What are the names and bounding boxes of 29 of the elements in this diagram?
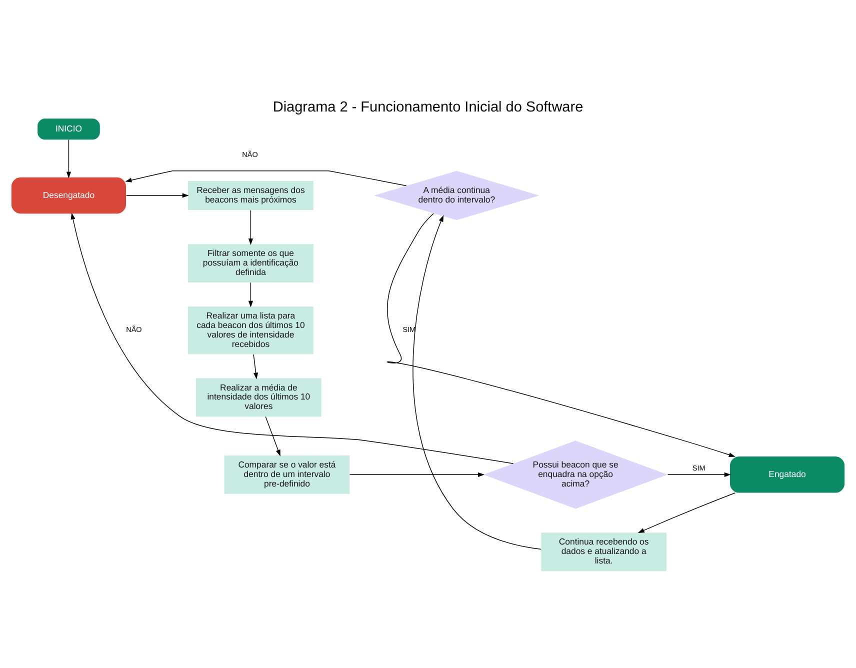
edge-label: SIM <box>692 463 706 472</box>
arrow <box>125 170 407 186</box>
node-box: Engatado <box>730 456 845 493</box>
arrow <box>248 282 253 308</box>
node-box: Realizar uma lista para cada beacon dos últimos 10 valores de intensidade recebidos <box>188 306 314 354</box>
arrow <box>253 354 258 380</box>
arrow <box>126 193 189 198</box>
arrow <box>638 492 736 534</box>
arrow <box>66 139 72 178</box>
node-box: Filtrar somente os que possuíam a identificação definida <box>188 244 314 283</box>
arrow <box>265 416 280 456</box>
diagram-title: Diagrama 2 - Funcionamento Inicial do Software <box>272 99 584 116</box>
arrow <box>349 472 484 477</box>
edge-label: SIM <box>402 325 416 334</box>
node-diamond: Possui beacon que se enquadra na opção acima? <box>483 440 668 509</box>
edge-label: NÃO <box>242 150 258 160</box>
node-box: Receber as mensagens dos beacons mais próximos <box>188 181 314 210</box>
node-diamond: A média continua dentro do intervalo? <box>374 170 540 220</box>
arrow <box>70 212 514 464</box>
node-box: Comparar se o valor está dentro de um intervalo pre-definido <box>224 455 350 494</box>
arrow <box>412 215 542 550</box>
arrow <box>667 472 731 477</box>
arrow <box>386 213 736 457</box>
node-box: Desengatado <box>11 177 126 214</box>
edge-label: NÃO <box>126 325 142 334</box>
node-box: INICIO <box>38 118 100 140</box>
node-box: Realizar a média de intensidade dos últimos 10 valores <box>196 378 322 417</box>
arrow <box>248 210 253 246</box>
node-box: Continua recebendo os dados e atualizando a lista. <box>541 532 667 572</box>
